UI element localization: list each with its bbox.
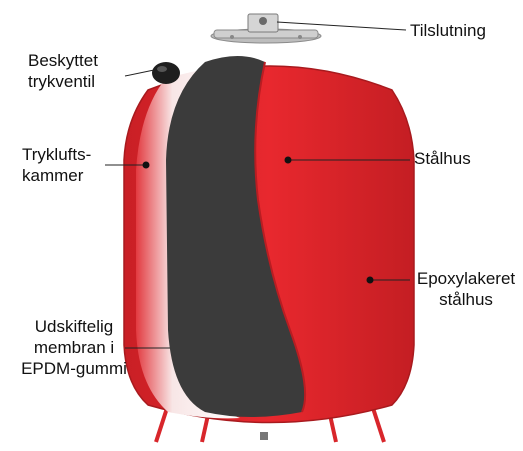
label-membrane: Udskiftelig membran i EPDM-gummi [18,316,130,379]
pressure-valve [152,62,180,84]
label-air-chamber: Tryklufts- kammer [22,144,91,186]
drain-plug [260,432,268,440]
label-protected-valve: Beskyttet trykventil [28,50,123,92]
label-epoxy-shell: Epoxylakeret stålhus [412,268,520,310]
label-steel-shell: Stålhus [414,148,471,169]
label-connection: Tilslutning [410,20,486,41]
top-fitting [211,14,321,43]
